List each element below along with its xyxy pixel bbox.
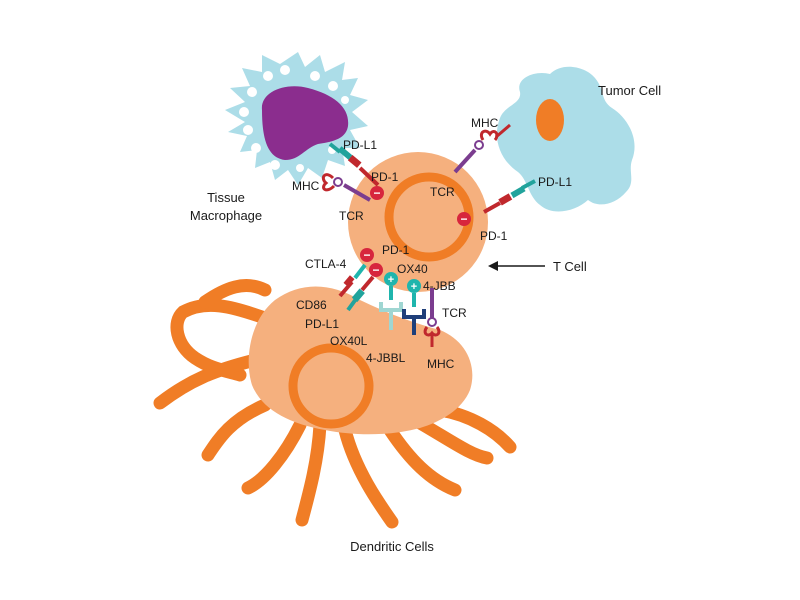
activating-marker-ox40: + <box>384 272 398 286</box>
pd1-pdl1-macrophage-pair <box>328 142 380 187</box>
label-pd1-tumor: PD-1 <box>480 229 508 243</box>
label-tcr-dendritic: TCR <box>442 306 467 320</box>
label-pdl1-dendritic: PD-L1 <box>305 317 339 331</box>
tcr-mhc-macrophage-pair <box>321 173 371 202</box>
svg-text:−: − <box>372 263 379 277</box>
macrophage-vacuoles <box>239 65 349 172</box>
label-macrophage: Macrophage <box>190 208 262 223</box>
label-dendritic-cells: Dendritic Cells <box>350 539 434 554</box>
macrophage-nucleus <box>261 86 349 160</box>
tissue-macrophage <box>225 52 368 185</box>
tumor-body <box>496 66 635 212</box>
label-pd1-dendritic: PD-1 <box>382 243 410 257</box>
label-mhc-dendritic: MHC <box>427 357 455 371</box>
inhibitory-marker-tumor: − <box>457 212 471 226</box>
svg-text:−: − <box>363 248 370 262</box>
label-pd1-macrophage: PD-1 <box>371 170 399 184</box>
label-tcr-macrophage: TCR <box>339 209 364 223</box>
label-tissue: Tissue <box>207 190 245 205</box>
label-4-1bb: 4-JBB <box>423 279 456 293</box>
four1bb-four1bbl-pair <box>402 293 426 335</box>
label-cd86: CD86 <box>296 298 327 312</box>
svg-text:−: − <box>373 186 380 200</box>
dendritic-processes <box>153 279 517 529</box>
label-ox40: OX40 <box>397 262 428 276</box>
ox40-ox40l-pair <box>379 286 403 330</box>
label-mhc-tumor: MHC <box>471 116 499 130</box>
pd1-pdl1-dendritic-pair <box>346 275 375 312</box>
dendritic-nucleus <box>288 343 374 429</box>
svg-text:−: − <box>460 212 467 226</box>
label-pdl1-macrophage: PD-L1 <box>343 138 377 152</box>
tcr-mhc-tumor-pair <box>453 123 511 174</box>
inhibitory-marker-pd1-dendritic: − <box>369 263 383 277</box>
label-ox40l: OX40L <box>330 334 368 348</box>
label-tumor-cell: Tumor Cell <box>598 83 661 98</box>
tumor-nucleus <box>536 99 564 141</box>
svg-text:+: + <box>411 281 417 293</box>
tumor-cell <box>496 66 635 212</box>
svg-text:+: + <box>388 274 394 286</box>
pd1-pdl1-tumor-pair <box>483 179 536 214</box>
label-4-1bbl: 4-JBBL <box>366 351 406 365</box>
dendritic-cell <box>153 279 517 529</box>
inhibitory-marker-macrophage: − <box>370 186 384 200</box>
t-cell-pointer-arrow <box>488 261 545 271</box>
inhibitory-marker-ctla4: − <box>360 248 374 262</box>
activating-marker-4-1bb: + <box>407 279 421 293</box>
ctla4-cd86-pair <box>338 263 367 298</box>
label-t-cell: T Cell <box>553 259 587 274</box>
label-tcr-tumor: TCR <box>430 185 455 199</box>
label-pdl1-tumor: PD-L1 <box>538 175 572 189</box>
tcr-mhc-dendritic-pair <box>423 288 441 347</box>
label-ctla4: CTLA-4 <box>305 257 347 271</box>
label-mhc-macrophage: MHC <box>292 179 320 193</box>
